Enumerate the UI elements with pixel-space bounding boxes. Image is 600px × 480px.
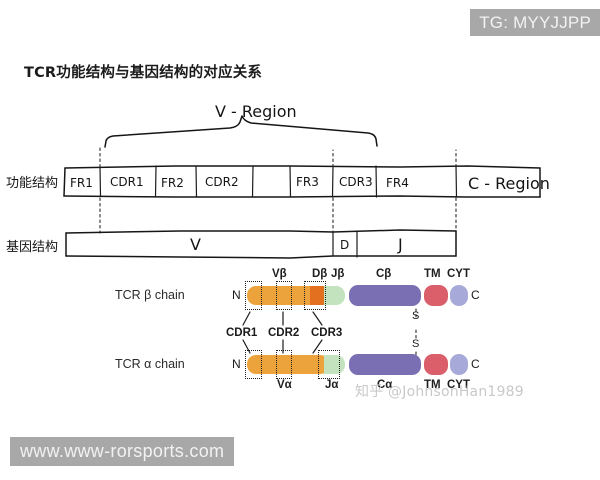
page-title: TCR功能结构与基因结构的对应关系	[24, 65, 263, 81]
chain-label-alpha: TCR α chain	[115, 357, 185, 371]
alpha-cdr2-box	[276, 350, 292, 379]
beta-disulfide-label: S	[412, 310, 420, 322]
cdr1-label: CDR1	[226, 327, 258, 339]
beta-tm-label: TM	[424, 268, 441, 280]
beta-d-segment	[310, 286, 324, 305]
alpha-variable-segment	[247, 355, 329, 374]
segment-label-fr3-dup: FR3	[296, 175, 319, 189]
segment-label-cdr1: CDR1	[110, 175, 144, 189]
beta-j-segment	[324, 286, 345, 305]
alpha-j-label: Jα	[325, 379, 339, 391]
beta-cdr2-box	[276, 281, 292, 310]
segment-label-fr1: FR1	[70, 176, 93, 190]
beta-n-terminus: N	[232, 288, 241, 302]
alpha-c-terminus: C	[471, 357, 480, 371]
alpha-constant-segment	[349, 354, 421, 375]
segment-label-fr2: FR2	[161, 176, 184, 190]
gene-label-j: J	[397, 235, 403, 254]
segment-label-cdr3: CDR3	[339, 175, 373, 189]
alpha-cdr3-box	[318, 350, 340, 379]
alpha-v-label: Vα	[277, 379, 292, 391]
beta-tm-segment	[424, 285, 448, 306]
telegram-watermark: TG: MYYJJPP	[470, 9, 600, 36]
beta-j-label: Jβ	[331, 268, 345, 280]
beta-d-label: Dβ	[312, 268, 328, 280]
beta-variable-segment	[247, 286, 319, 305]
alpha-disulfide-label: S	[412, 338, 420, 350]
cdr2-label: CDR2	[268, 327, 300, 339]
segment-label-fr4: FR4	[386, 176, 409, 190]
alpha-cyt-label: CYT	[447, 379, 470, 391]
beta-cdr3-box	[304, 281, 326, 310]
beta-c-terminus: C	[471, 288, 480, 302]
chain-label-beta: TCR β chain	[115, 288, 185, 302]
beta-v-label: Vβ	[272, 268, 287, 280]
alpha-n-terminus: N	[232, 357, 241, 371]
cdr3-label: CDR3	[311, 327, 343, 339]
beta-cdr1-box	[245, 281, 262, 310]
gene-label-v: V	[190, 235, 201, 254]
row-label-genetic: 基因结构	[6, 240, 58, 255]
gene-label-d: D	[340, 238, 349, 252]
zhihu-watermark: 知乎 @JohnsonHan1989	[355, 384, 524, 400]
segment-label-c-region: C - Region	[468, 174, 550, 193]
segment-label-cdr2: CDR2	[205, 175, 239, 189]
alpha-c-label: Cα	[377, 379, 393, 391]
v-region-label: V - Region	[215, 102, 297, 121]
alpha-tm-label: TM	[424, 379, 441, 391]
row-label-functional: 功能结构	[6, 176, 58, 191]
beta-c-label: Cβ	[376, 268, 392, 280]
url-watermark: www.www-rorsports.com	[10, 437, 235, 466]
alpha-tm-segment	[424, 354, 448, 375]
alpha-cyt-segment	[450, 354, 468, 375]
beta-constant-segment	[349, 285, 421, 306]
beta-cyt-segment	[450, 285, 468, 306]
beta-cyt-label: CYT	[447, 268, 470, 280]
alpha-cdr1-box	[245, 350, 262, 379]
